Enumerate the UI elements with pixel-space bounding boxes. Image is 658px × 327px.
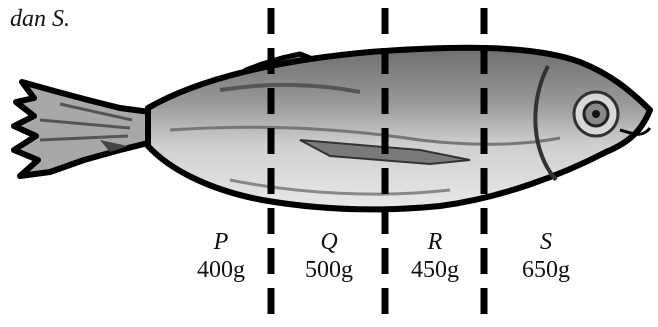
segment-s-label: S 650g: [506, 228, 586, 284]
segment-letter: P: [181, 228, 261, 256]
segment-p-label: P 400g: [181, 228, 261, 284]
segment-letter: R: [395, 228, 475, 256]
segment-q-label: Q 500g: [289, 228, 369, 284]
tail-fin: [14, 82, 152, 176]
segment-mass: 400g: [181, 256, 261, 284]
caption-text: dan S.: [10, 6, 70, 33]
segment-mass: 500g: [289, 256, 369, 284]
fish-eye: [574, 92, 618, 136]
segment-r-label: R 450g: [395, 228, 475, 284]
segment-letter: S: [506, 228, 586, 256]
segment-mass: 650g: [506, 256, 586, 284]
segment-letter: Q: [289, 228, 369, 256]
segment-mass: 450g: [395, 256, 475, 284]
